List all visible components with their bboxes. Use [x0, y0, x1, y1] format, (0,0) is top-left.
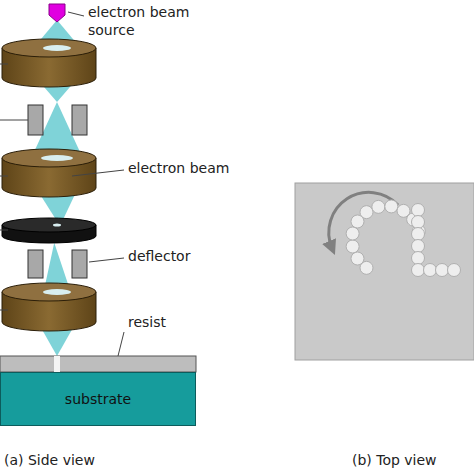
exposure-dot [412, 216, 425, 229]
beam-source [49, 4, 65, 22]
exposure-dot [412, 240, 425, 253]
exposure-dot [351, 252, 364, 265]
scan-arrow [329, 192, 398, 248]
substrate-block: substrate [0, 372, 196, 426]
lens [2, 283, 96, 331]
part-label: electron beam [128, 160, 229, 178]
exposure-dot [360, 206, 373, 219]
leader-line [0, 64, 28, 310]
exposure-dots [346, 200, 460, 277]
part-label: deflector [128, 248, 190, 266]
exposure-dot [448, 264, 461, 277]
aperture [2, 218, 96, 243]
leader-line [68, 12, 124, 356]
deflector-plates [28, 105, 87, 278]
exposed-spot [54, 356, 60, 372]
panel-caption: (a) Side view [4, 452, 95, 470]
exposure-dot [436, 264, 449, 277]
exposure-dot [346, 240, 359, 253]
exposure-dot [424, 264, 437, 277]
lens [2, 39, 96, 87]
exposure-dot [412, 252, 425, 265]
exposure-dot [412, 264, 425, 277]
panel-caption: (b) Top view [352, 452, 437, 470]
node-text: substrate [65, 391, 131, 407]
exposure-dot [346, 227, 359, 240]
part-label: resist [128, 314, 166, 332]
lens [2, 149, 96, 197]
resist-layer [0, 356, 196, 372]
part-label: electron beam source [88, 4, 208, 39]
exposure-dot [412, 204, 425, 217]
exposure-dot [385, 200, 398, 213]
exposure-dot [372, 200, 385, 213]
top-view-panel [295, 183, 474, 360]
exposure-dot [412, 228, 425, 241]
